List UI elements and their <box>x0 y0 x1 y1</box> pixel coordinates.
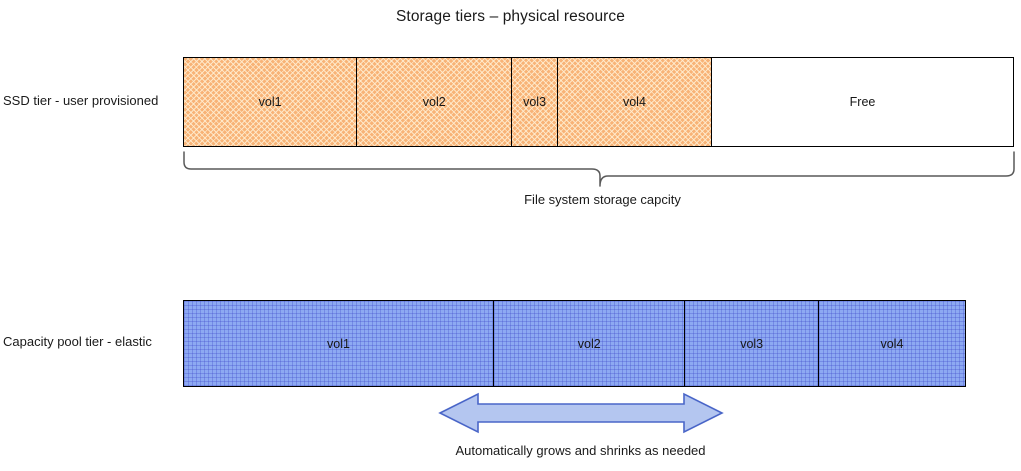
capacity-pool-tier-label: Capacity pool tier - elastic <box>3 334 152 349</box>
ssd-tier-bar: vol1 vol2 vol3 vol4 Free <box>183 57 1014 147</box>
segment-label: vol1 <box>258 95 282 109</box>
segment-label: vol4 <box>622 95 646 109</box>
pool-segment-vol4: vol4 <box>818 301 965 386</box>
brace-caption-text: File system storage capcity <box>524 192 681 207</box>
capacity-pool-tier-bar: vol1 vol2 vol3 vol4 <box>183 300 966 387</box>
ssd-segment-vol2: vol2 <box>357 58 513 146</box>
arrow-caption: Automatically grows and shrinks as neede… <box>0 443 1021 458</box>
ssd-segment-free: Free <box>712 58 1013 146</box>
segment-label: vol3 <box>740 336 764 351</box>
segment-label: vol2 <box>577 336 601 351</box>
brace-icon <box>183 151 1015 187</box>
pool-segment-vol3: vol3 <box>685 301 819 386</box>
ssd-tier-label: SSD tier - user provisioned <box>3 93 159 108</box>
ssd-segment-vol4: vol4 <box>557 58 713 146</box>
file-system-capacity-brace <box>176 148 1021 188</box>
pool-segment-vol2: vol2 <box>494 301 686 386</box>
pool-segment-vol1: vol1 <box>184 301 495 386</box>
segment-label: vol4 <box>880 336 904 351</box>
elasticity-arrow <box>436 392 726 434</box>
double-arrow-icon <box>438 392 724 434</box>
arrow-caption-text: Automatically grows and shrinks as neede… <box>455 443 706 458</box>
segment-label: Free <box>849 95 876 109</box>
ssd-segment-vol3: vol3 <box>512 58 558 146</box>
segment-label: vol3 <box>523 95 547 109</box>
brace-caption: File system storage capcity <box>0 192 1021 207</box>
segment-label: vol2 <box>422 95 446 109</box>
ssd-segment-vol1: vol1 <box>184 58 358 146</box>
page-title: Storage tiers – physical resource <box>395 8 626 25</box>
segment-label: vol1 <box>327 336 350 351</box>
